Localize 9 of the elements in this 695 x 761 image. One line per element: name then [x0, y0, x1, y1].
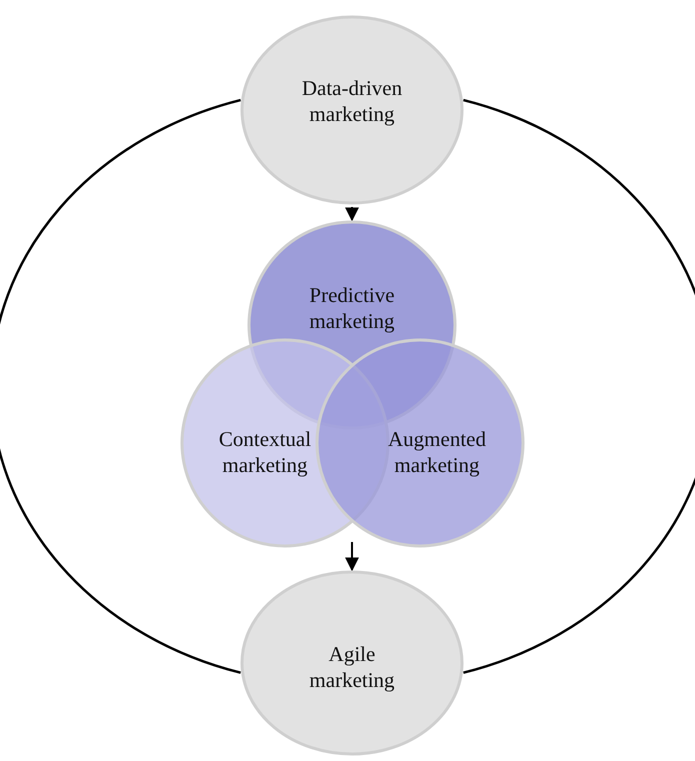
node-label: Agile marketing [308, 641, 396, 693]
node-label: Predictive marketing [308, 282, 396, 334]
arrow [345, 542, 359, 572]
ring-arc [0, 98, 241, 674]
node-label: Augmented marketing [387, 426, 487, 478]
arrow [345, 207, 359, 222]
node-label: Data-driven marketing [300, 75, 404, 127]
ring-arc [463, 98, 695, 674]
node-label: Contextual marketing [218, 426, 312, 478]
